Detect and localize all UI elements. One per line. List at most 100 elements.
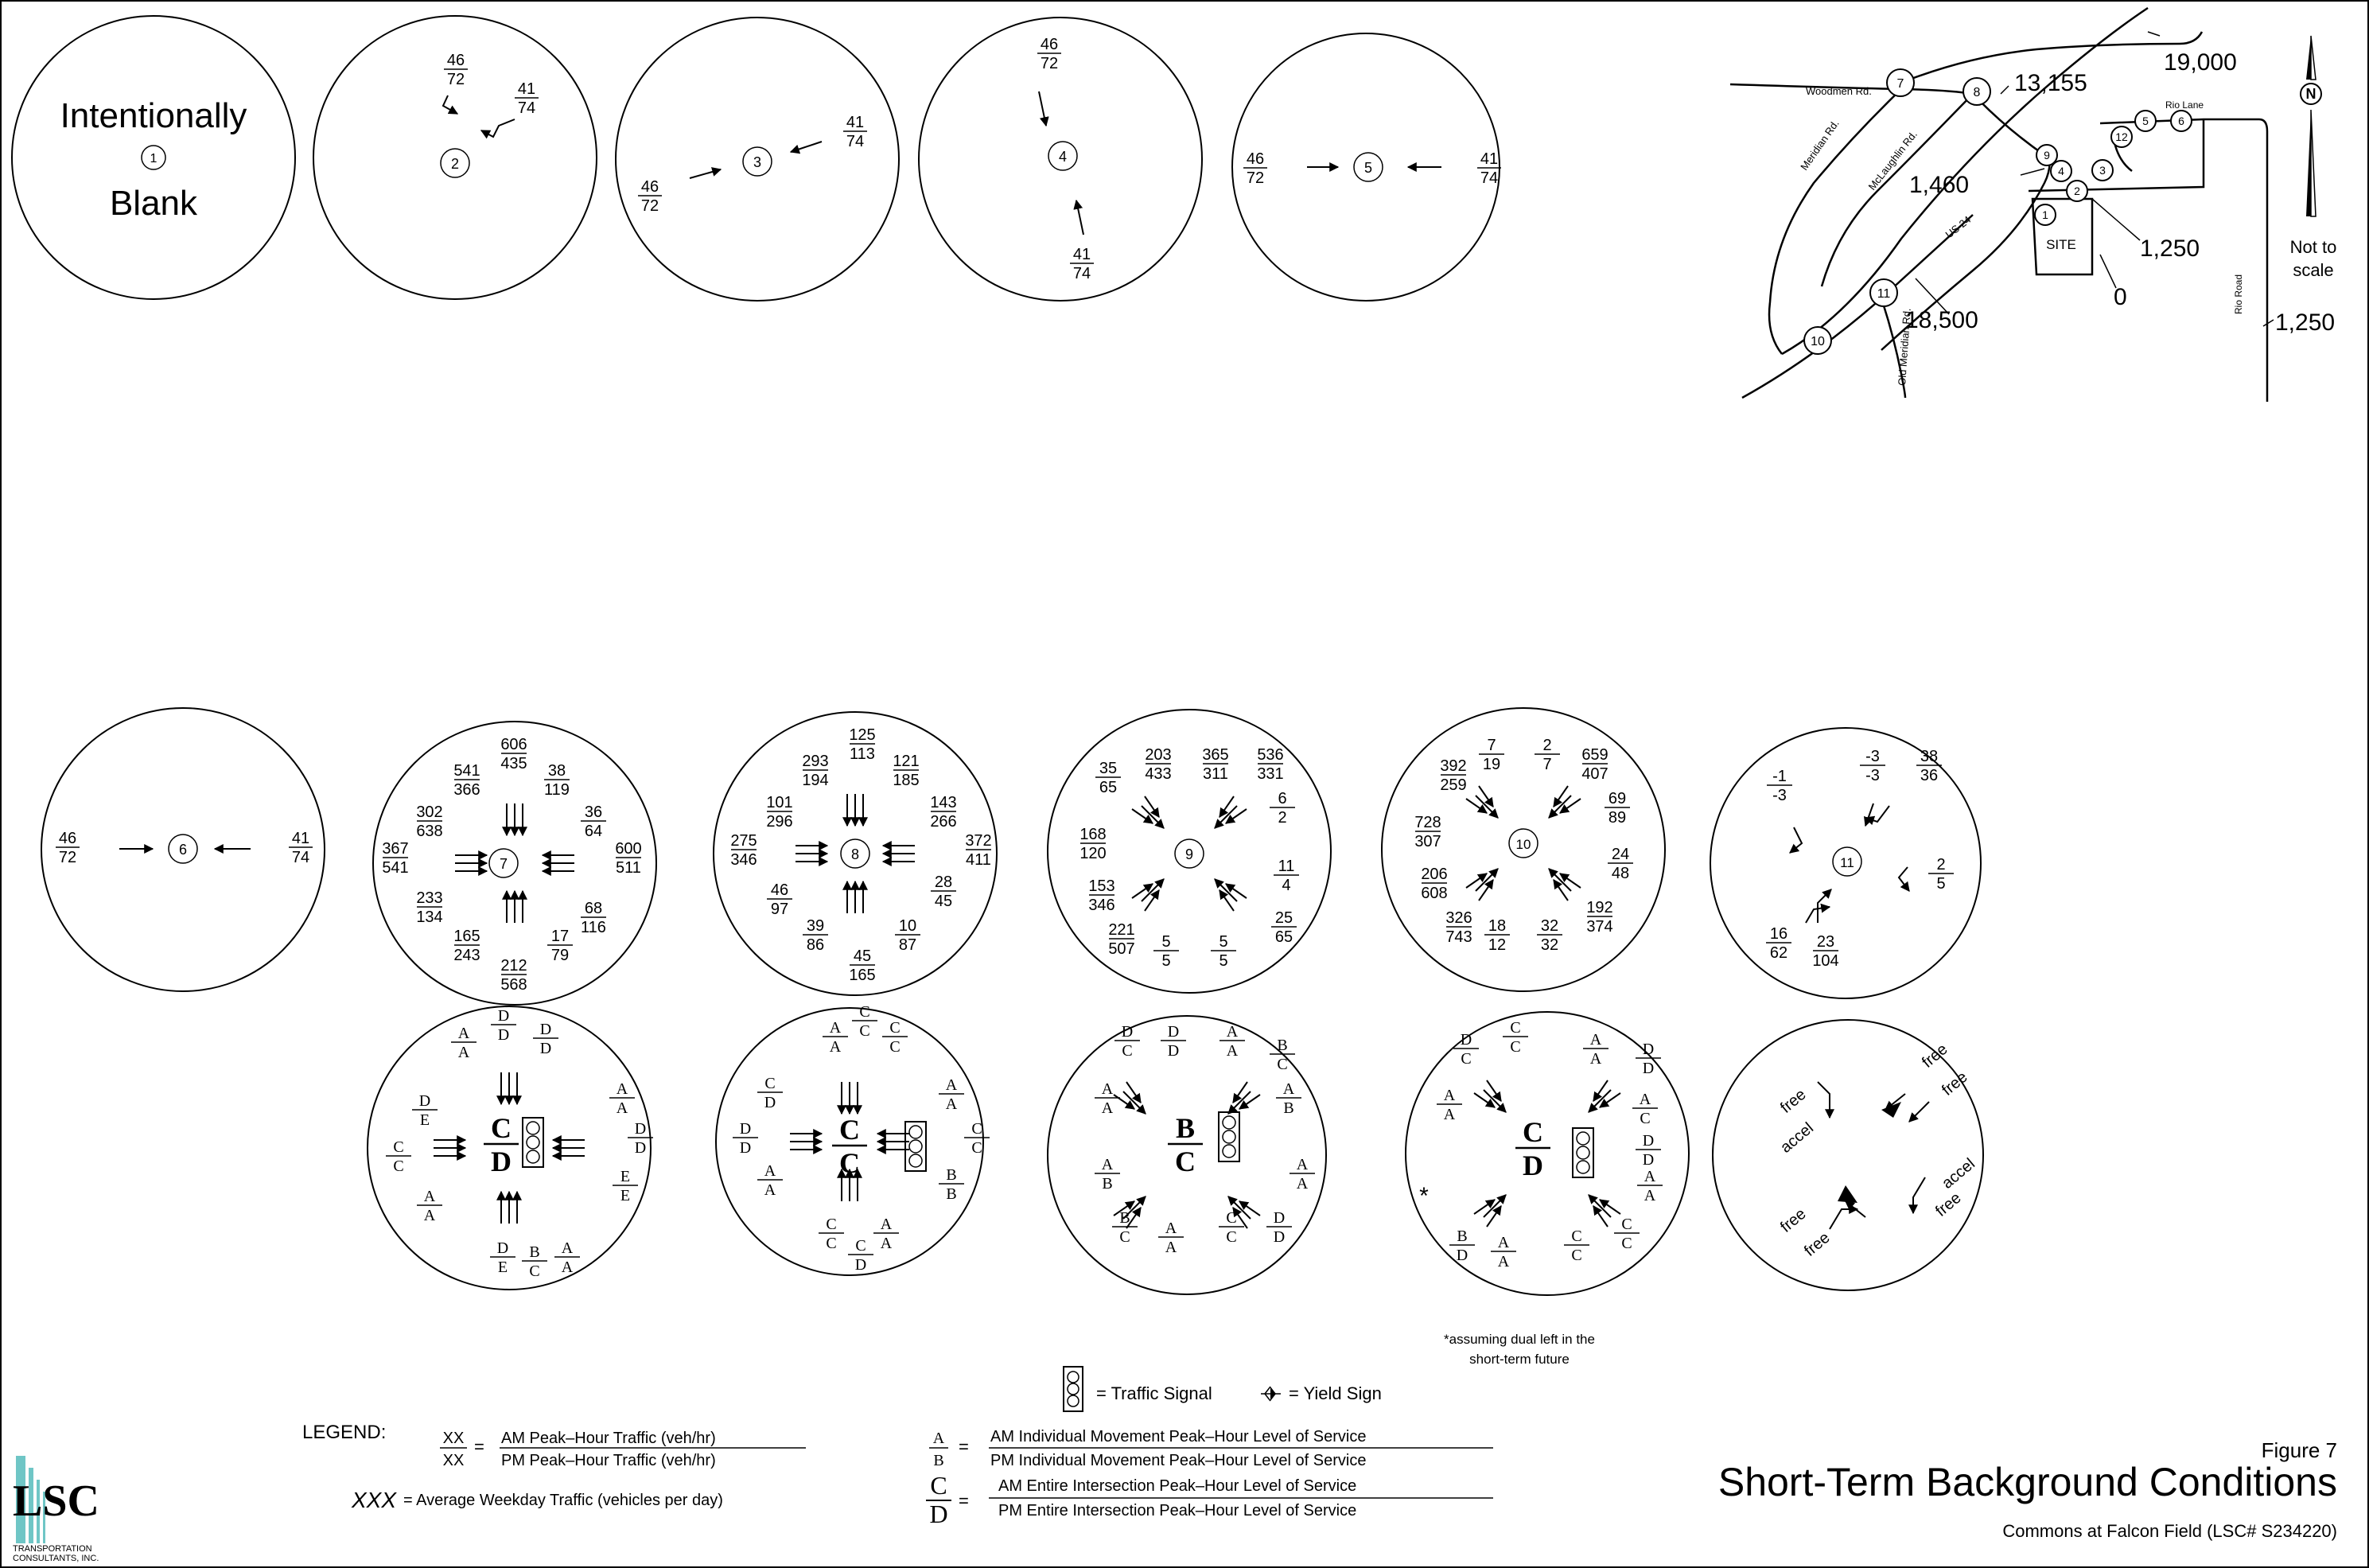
movement-arrow [1487, 1206, 1501, 1227]
map-node: 12 [2115, 130, 2128, 143]
intersection-3-diagram: 3 46 72 41 74 [616, 18, 899, 301]
vol-pm: C [889, 1038, 900, 1056]
traffic-signal-icon [523, 1118, 543, 1167]
vol-am: 11 [1278, 858, 1295, 875]
vol-pm: A [1227, 1042, 1239, 1060]
movement-arrow [1600, 1200, 1620, 1214]
movement-arrow [1474, 1200, 1495, 1214]
vol-am: 6 [1278, 790, 1286, 807]
vol-am: A [617, 1080, 628, 1098]
vol-am: 41 [518, 80, 535, 98]
vol-am: A [1590, 1031, 1602, 1049]
vol-am: 38 [1920, 748, 1938, 765]
vol-am: 46 [1041, 36, 1058, 53]
vol-am: C [1510, 1019, 1520, 1037]
vol-pm: E [498, 1259, 508, 1276]
movement-arrow [1126, 1082, 1141, 1103]
vol-pm: 435 [500, 755, 527, 772]
vol-am: C [889, 1019, 900, 1037]
vol-am: A [1640, 1091, 1651, 1108]
vol-pm: 266 [930, 813, 956, 831]
map-node: 7 [1897, 77, 1904, 91]
vol-pm: A [1297, 1175, 1309, 1193]
legend-title: LEGEND: [302, 1422, 386, 1443]
vol-am: 23 [1817, 933, 1834, 951]
vol-pm: 48 [1612, 865, 1629, 882]
los-11-diagram: free accel free free free free accel fre… [1713, 1020, 1983, 1290]
vol-pm: 36 [1920, 767, 1938, 784]
figure-number: Figure 7 [2262, 1438, 2337, 1462]
node-number: 4 [1059, 149, 1067, 165]
vol-am: C [1621, 1216, 1632, 1233]
map-adt: 1,250 [2275, 309, 2335, 336]
map-node: 1 [2042, 208, 2048, 221]
vol-pm: 433 [1145, 765, 1171, 783]
vol-am: 212 [500, 957, 527, 975]
accel-label: accel [1939, 1155, 1978, 1193]
movement-arrow [1593, 1206, 1608, 1227]
vol-am: 2 [1936, 856, 1945, 873]
map-road-label: Rio Lane [2165, 99, 2204, 111]
vol-pm: 119 [544, 781, 570, 799]
vol-pm: A [946, 1095, 958, 1113]
vol-pm: D [1643, 1060, 1654, 1077]
node-number: 11 [1840, 855, 1854, 870]
vol-pm: B [1283, 1099, 1293, 1117]
vol-am: A [1102, 1156, 1114, 1173]
vol-pm: A [458, 1044, 470, 1061]
movement-arrow [1479, 786, 1493, 807]
los-9-diagram: BC DCDDAABCAAABABAABCAACCDD [1048, 1016, 1326, 1294]
intersection-2-diagram: 2 46 72 41 74 [313, 16, 597, 299]
vol-am: A [424, 1188, 436, 1205]
vol-pm: D [635, 1139, 646, 1157]
vol-am: 302 [416, 803, 442, 821]
vol-am: 41 [1073, 246, 1091, 263]
node-number: 8 [851, 846, 859, 862]
vol-pm: A [424, 1207, 436, 1224]
vol-pm: 743 [1445, 928, 1472, 946]
vol-pm: D [855, 1256, 866, 1274]
los-8-diagram: CC AACCCCCDAADDCCAABBCCCDAA [716, 1003, 990, 1275]
map-node: 5 [2142, 115, 2149, 127]
title-block: Figure 7 Short-Term Background Condition… [1718, 1438, 2337, 1541]
vol-am: D [1643, 1132, 1654, 1150]
vol-pm: 7 [1542, 756, 1551, 773]
vol-pm: D [740, 1139, 751, 1157]
vol-pm: 65 [1099, 779, 1117, 796]
traffic-signal-symbol [1064, 1367, 1083, 1411]
vol-pm: C [1510, 1038, 1520, 1056]
vol-am: E [620, 1168, 630, 1185]
vol-pm: 638 [416, 823, 442, 840]
vol-am: 168 [1079, 826, 1106, 843]
vol-am: C [859, 1003, 869, 1021]
legend-ab-a: A [933, 1430, 945, 1447]
map-adt: 19,000 [2164, 49, 2237, 76]
vol-pm: 74 [292, 849, 309, 866]
intersection-7-diagram: 7 60643554136638119302638366436754160051… [373, 722, 656, 1005]
vol-pm: 74 [846, 133, 864, 150]
free-label: free [1939, 1068, 1971, 1099]
not-to-scale: scale [2293, 260, 2333, 280]
vol-am: 28 [935, 873, 952, 891]
movement-arrow [1239, 1201, 1260, 1216]
vol-pm: 346 [730, 851, 757, 869]
vol-pm: 12 [1488, 936, 1506, 954]
free-label: free [1801, 1229, 1834, 1260]
vol-am: C [393, 1138, 403, 1156]
vol-pm: C [1226, 1228, 1236, 1246]
intersection-1-diagram: Intentionally 1 Blank [12, 16, 295, 299]
vol-am: 25 [1275, 909, 1293, 927]
movement-arrow [1132, 884, 1153, 898]
vol-pm: 296 [766, 813, 792, 831]
vol-am: 24 [1612, 846, 1629, 863]
node-number: 2 [451, 156, 459, 172]
legend-xx-pm: XX [443, 1452, 465, 1469]
vol-am: 46 [447, 52, 465, 69]
node-number: 5 [1364, 160, 1372, 176]
movement-arrow [1487, 1080, 1501, 1101]
logo-line1: TRANSPORTATION [13, 1544, 92, 1554]
node-number: 7 [500, 856, 508, 872]
vol-pm: D [1643, 1151, 1654, 1169]
vol-am: A [1227, 1023, 1239, 1041]
